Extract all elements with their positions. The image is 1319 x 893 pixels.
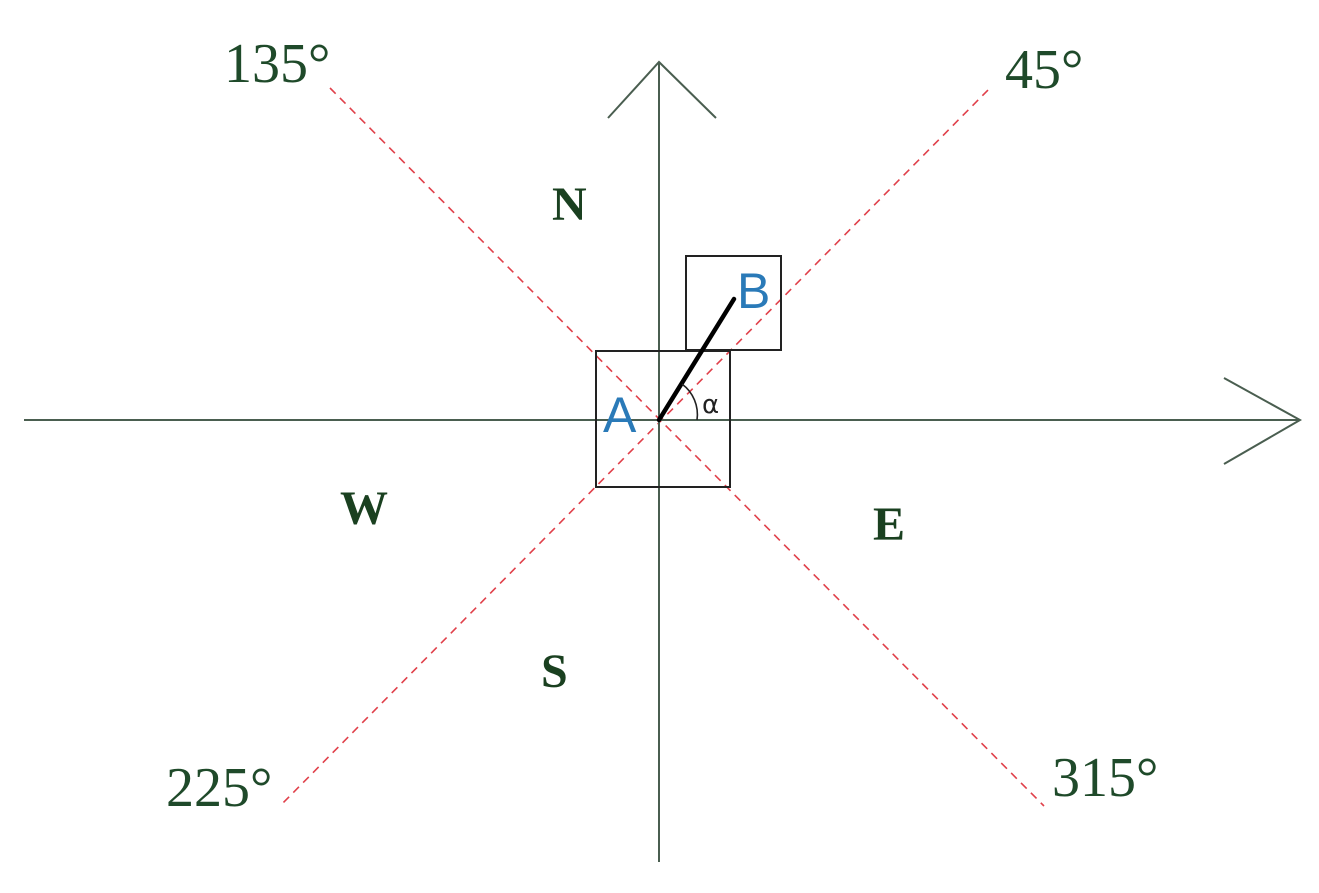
angle-alpha-label: α bbox=[702, 390, 719, 420]
angle-label-225: 225° bbox=[166, 757, 272, 819]
point-a-label: A bbox=[603, 387, 637, 443]
north-arrowhead-icon bbox=[607, 60, 717, 119]
angle-label-315: 315° bbox=[1052, 747, 1158, 809]
direction-east-label: E bbox=[873, 498, 905, 551]
direction-north-label: N bbox=[552, 178, 587, 231]
east-arrowhead-icon bbox=[1223, 377, 1303, 465]
direction-south-label: S bbox=[541, 645, 568, 698]
box-b bbox=[685, 255, 782, 351]
diagonal-45-225-line bbox=[279, 89, 989, 807]
angle-label-45: 45° bbox=[1005, 39, 1083, 101]
diagonal-135-315-line bbox=[329, 87, 1045, 807]
angle-label-135: 135° bbox=[224, 33, 330, 95]
angle-arc bbox=[681, 383, 699, 421]
direction-west-label: W bbox=[340, 482, 388, 535]
point-b-label: B bbox=[737, 263, 770, 319]
box-a bbox=[595, 350, 731, 488]
segment-ab bbox=[656, 296, 737, 423]
